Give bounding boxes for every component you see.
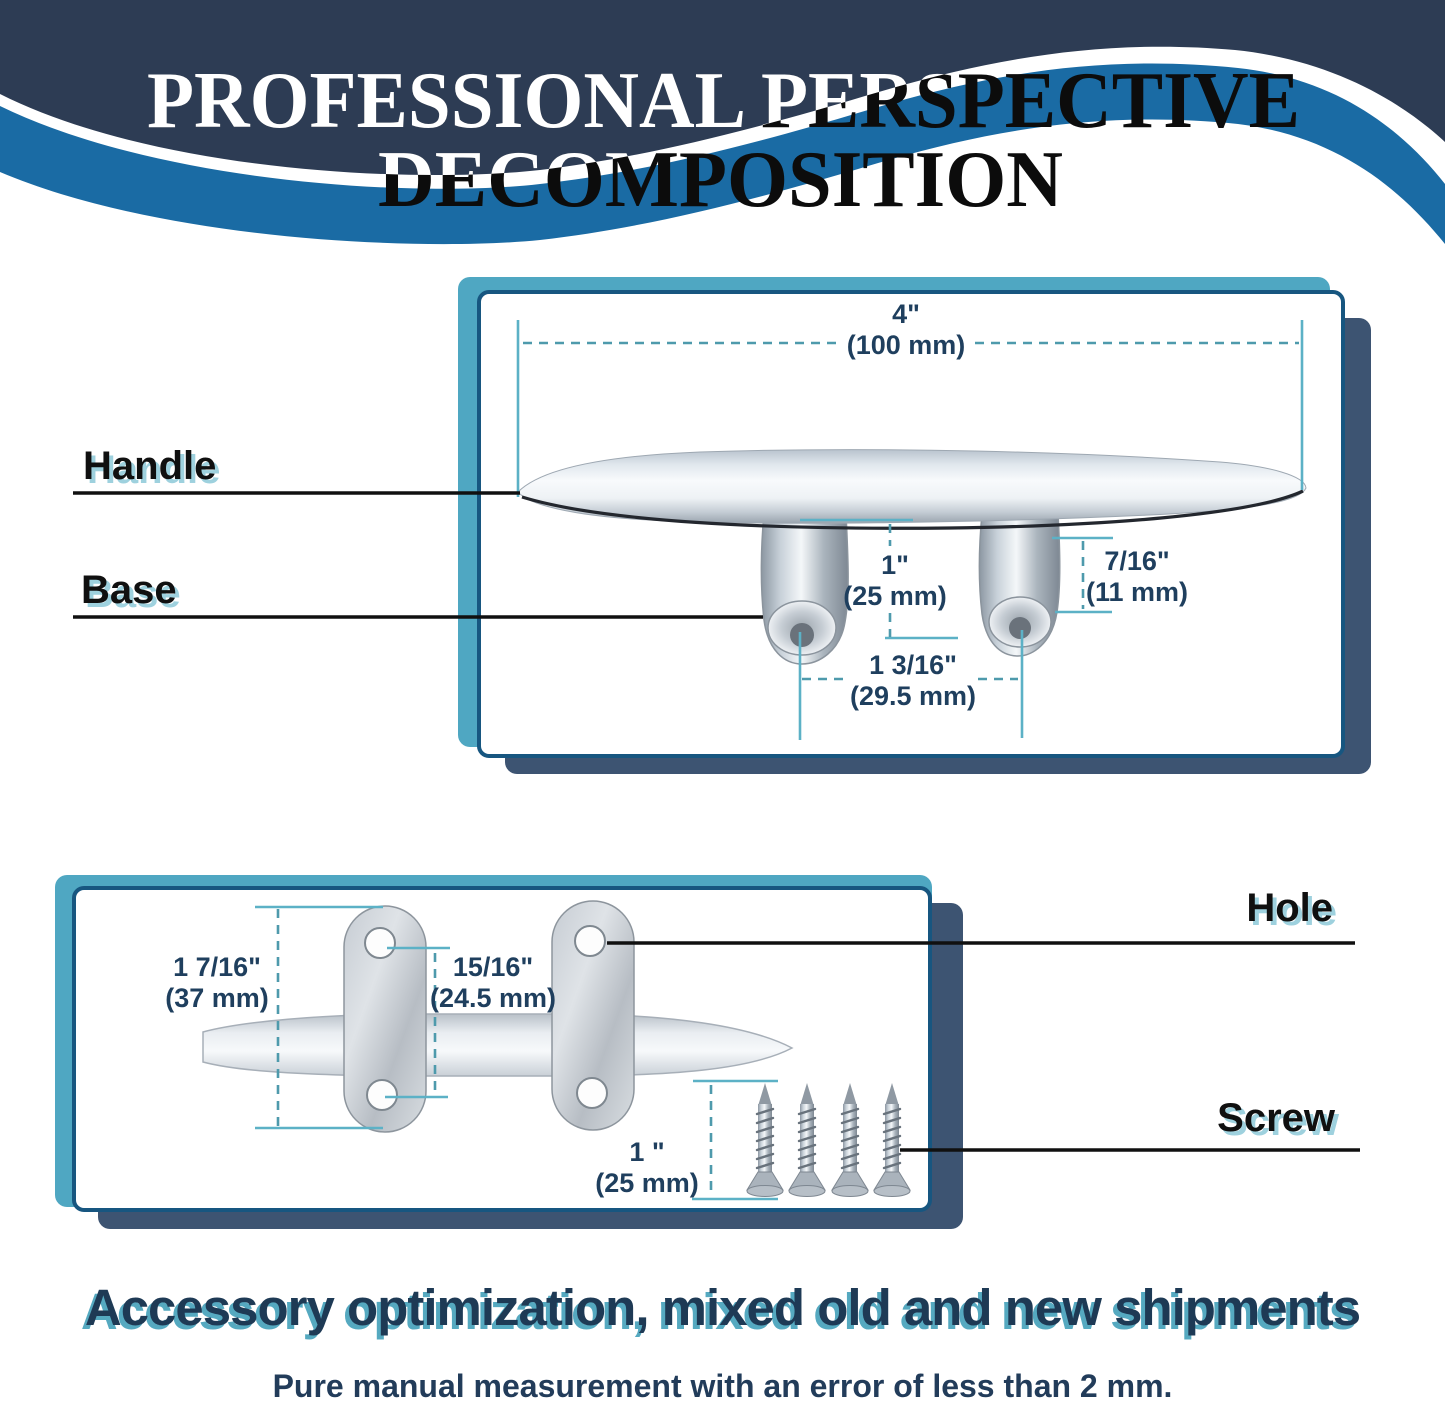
dimension-plate-length: 1 7/16" (37 mm) bbox=[165, 952, 269, 1015]
dimension-mm: (100 mm) bbox=[846, 330, 966, 361]
header-wave-banner: PROFESSIONAL PERSPECTIVE DECOMPOSITION P… bbox=[0, 0, 1445, 258]
bottom-panel-white-card bbox=[72, 886, 932, 1212]
footer-headline: Accessory optimization, mixed old and ne… bbox=[84, 1279, 1361, 1336]
dimension-screw-length: 1 " (25 mm) bbox=[595, 1137, 699, 1200]
dimension-mm: (11 mm) bbox=[1085, 577, 1189, 608]
hole-label: Hole bbox=[1246, 886, 1333, 930]
footer-note: Pure manual measurement with an error of… bbox=[272, 1368, 1173, 1404]
page-title: PROFESSIONAL PERSPECTIVE DECOMPOSITION P… bbox=[147, 57, 1300, 224]
dimension-inches: 1 7/16" bbox=[173, 952, 261, 982]
page-title-line1-light: PROFESSIONAL PERSPECTIVE bbox=[147, 57, 1300, 145]
header-background bbox=[0, 0, 1445, 258]
dimension-inches: 1 " bbox=[629, 1137, 665, 1167]
dimension-mm: (25 mm) bbox=[595, 1168, 699, 1199]
dimension-inches: 4" bbox=[892, 299, 920, 329]
page-title-line1-dark: PROFESSIONAL PERSPECTIVE bbox=[147, 57, 1300, 145]
dimension-overall-width: 4" (100 mm) bbox=[847, 299, 966, 362]
dimension-mm: (24.5 mm) bbox=[429, 983, 557, 1014]
dimension-hole-spacing-side: 1 3/16" (29.5 mm) bbox=[850, 650, 976, 713]
dimension-mm: (29.5 mm) bbox=[849, 681, 977, 712]
page-title-line2-light: DECOMPOSITION bbox=[378, 136, 1063, 224]
screw-label: Screw bbox=[1217, 1096, 1335, 1140]
header-blue-wave-stripe bbox=[0, 63, 1445, 245]
dimension-inches: 1 3/16" bbox=[869, 650, 957, 680]
handle-label: Handle bbox=[83, 444, 217, 488]
dimension-mm: (25 mm) bbox=[843, 581, 947, 612]
dimension-inches: 15/16" bbox=[452, 952, 534, 982]
dimension-inches: 1" bbox=[881, 550, 909, 580]
base-label: Base bbox=[81, 568, 177, 612]
header-navy-wave bbox=[0, 0, 1445, 176]
page-title-line2-dark: DECOMPOSITION bbox=[378, 136, 1063, 224]
dimension-mm: (37 mm) bbox=[165, 983, 269, 1014]
dimension-height: 1" (25 mm) bbox=[843, 550, 947, 613]
dimension-leg-width: 7/16" (11 mm) bbox=[1086, 546, 1188, 609]
dimension-inches: 7/16" bbox=[1104, 546, 1170, 576]
dimension-plate-hole-spacing: 15/16" (24.5 mm) bbox=[430, 952, 556, 1015]
